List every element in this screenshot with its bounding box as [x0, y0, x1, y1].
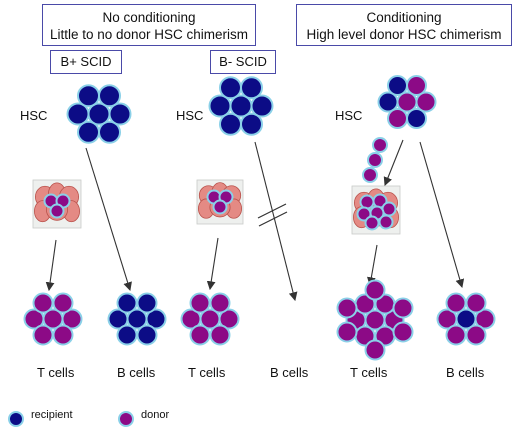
donor-cell — [209, 324, 231, 346]
recipient-cell — [387, 74, 408, 96]
hsc-label-2: HSC — [176, 108, 204, 123]
recipient-cell — [219, 76, 242, 100]
donor-cell — [436, 308, 458, 330]
legend-recipient-icon — [8, 411, 24, 427]
donor-cell — [392, 321, 414, 343]
arrow-hsc-to-b-cells-2 — [254, 141, 298, 302]
arrow-thymus-to-t-cells-2 — [206, 237, 219, 291]
donor-cell — [406, 74, 427, 96]
hsc-cluster-2 — [208, 76, 274, 136]
donor-cell — [189, 324, 211, 346]
donor-cell — [364, 215, 380, 231]
t-cells-label-2: T cells — [188, 365, 226, 380]
migrating-donor-cell — [372, 137, 388, 153]
recipient-cell — [145, 308, 167, 330]
thymus-2-donor-cells — [206, 189, 234, 215]
recipient-cell — [136, 324, 158, 346]
b-cells-label-1: B cells — [117, 365, 156, 380]
recipient-cell — [116, 324, 138, 346]
recipient-cell — [77, 84, 100, 108]
no-conditioning-title: No conditioning — [102, 10, 196, 25]
recipient-cell — [98, 84, 121, 108]
conditioning-title: Conditioning — [366, 10, 442, 25]
hsc-cluster-1 — [66, 84, 132, 144]
donor-cell — [336, 321, 358, 343]
t-cells-label-1: T cells — [37, 365, 75, 380]
legend-donor-label: donor — [141, 409, 170, 421]
b-minus-scid-label: B- SCID — [210, 50, 276, 74]
donor-cell — [209, 292, 231, 314]
donor-cell — [445, 292, 467, 314]
hsc-label-3: HSC — [335, 108, 363, 123]
t-cells-label-3: T cells — [350, 365, 388, 380]
recipient-cell — [116, 292, 138, 314]
t-cells-cluster-2 — [180, 292, 240, 346]
thymus-3-donor-cells — [356, 193, 397, 231]
donor-cell — [465, 324, 487, 346]
donor-cell — [218, 308, 240, 330]
recipient-cell — [107, 308, 129, 330]
recipient-cell — [66, 102, 90, 126]
migrating-donor-cell — [362, 167, 378, 183]
donor-cell — [212, 199, 228, 215]
donor-cell — [189, 292, 211, 314]
legend-recipient-label: recipient — [31, 409, 73, 421]
donor-cell — [415, 91, 437, 113]
recipient-cell — [406, 108, 427, 130]
b-cells-cluster-1 — [107, 292, 167, 346]
hsc-label-1: HSC — [20, 108, 48, 123]
arrow-thymus-to-t-cells-3 — [366, 244, 378, 287]
donor-cell — [474, 308, 496, 330]
recipient-cell — [108, 102, 132, 126]
no-conditioning-subtitle: Little to no donor HSC chimerism — [49, 27, 249, 42]
donor-cell — [49, 203, 65, 219]
recipient-cell — [136, 292, 158, 314]
donor-cell — [445, 324, 467, 346]
recipient-cell — [208, 94, 232, 118]
donor-cell — [32, 292, 54, 314]
migrating-donor-cell — [367, 152, 383, 168]
b-plus-scid-label: B+ SCID — [50, 50, 122, 74]
b-cells-cluster-3 — [436, 292, 496, 346]
donor-cell — [180, 308, 202, 330]
arrow-hsc-to-b-cells-1 — [85, 147, 132, 292]
donor-cell — [336, 297, 358, 319]
recipient-cell — [240, 112, 263, 136]
arrow-hsc-to-b-cells-3 — [419, 141, 465, 289]
block-mark — [257, 203, 287, 219]
thymus-1-donor-cells — [43, 193, 71, 219]
t-cells-cluster-1 — [23, 292, 83, 346]
donor-cell — [392, 297, 414, 319]
b-cells-label-3: B cells — [446, 365, 485, 380]
donor-cell — [52, 324, 74, 346]
block-mark — [258, 211, 288, 227]
legend-donor-icon — [118, 411, 134, 427]
b-cells-label-2: B cells — [270, 365, 309, 380]
donor-cell — [378, 214, 394, 230]
donor-cell — [32, 324, 54, 346]
donor-cell — [465, 292, 487, 314]
recipient-cell — [98, 120, 121, 144]
arrow-hsc-to-thymus-3 — [383, 139, 404, 187]
conditioning-subtitle: High level donor HSC chimerism — [306, 27, 502, 42]
donor-cell — [359, 194, 375, 210]
donor-cell — [52, 292, 74, 314]
no-conditioning-header: No conditioning Little to no donor HSC c… — [42, 4, 256, 46]
donor-cell — [364, 339, 386, 361]
recipient-cell — [240, 76, 263, 100]
recipient-cell — [219, 112, 242, 136]
donor-cell — [61, 308, 83, 330]
recipient-cell — [377, 91, 399, 113]
donor-cell — [387, 108, 408, 130]
donor-cell — [364, 279, 386, 301]
recipient-cell — [250, 94, 274, 118]
recipient-cell — [77, 120, 100, 144]
arrow-thymus-to-t-cells-1 — [45, 239, 57, 292]
donor-cell — [23, 308, 45, 330]
t-cells-cluster-3 — [336, 279, 414, 361]
conditioning-header: Conditioning High level donor HSC chimer… — [296, 4, 512, 46]
hsc-cluster-3 — [377, 74, 437, 130]
